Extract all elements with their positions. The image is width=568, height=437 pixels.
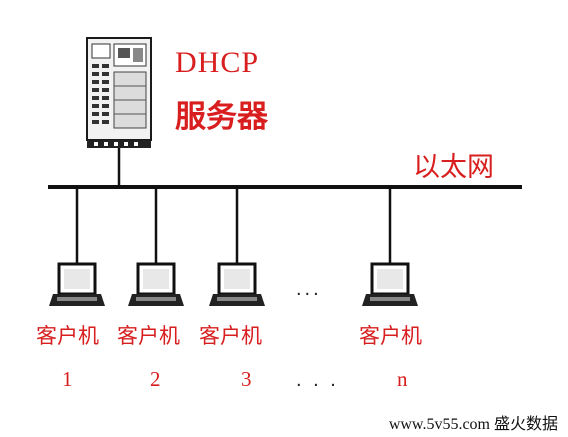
- network-label: 以太网: [413, 152, 494, 183]
- clients-ellipsis: ...: [296, 278, 322, 300]
- laptop-icon: [362, 262, 418, 306]
- watermark: www.5v55.com 盛火数据: [388, 416, 558, 433]
- numbers-ellipsis: . . .: [296, 369, 339, 391]
- server-label-protocol: DHCP: [175, 46, 260, 79]
- client-label: 客户机: [199, 324, 262, 348]
- client-label: 客户机: [36, 324, 99, 348]
- client-number: 2: [150, 367, 161, 391]
- client-number: 1: [62, 367, 73, 391]
- server-label-name: 服务器: [175, 99, 268, 135]
- laptop-icon: [209, 262, 265, 306]
- client-label: 客户机: [359, 324, 422, 348]
- client-label: 客户机: [117, 324, 180, 348]
- client-number: n: [397, 367, 408, 391]
- client-number: 3: [241, 367, 252, 391]
- laptop-icon: [128, 262, 184, 306]
- server-icon: [86, 37, 152, 148]
- laptop-icon: [49, 262, 105, 306]
